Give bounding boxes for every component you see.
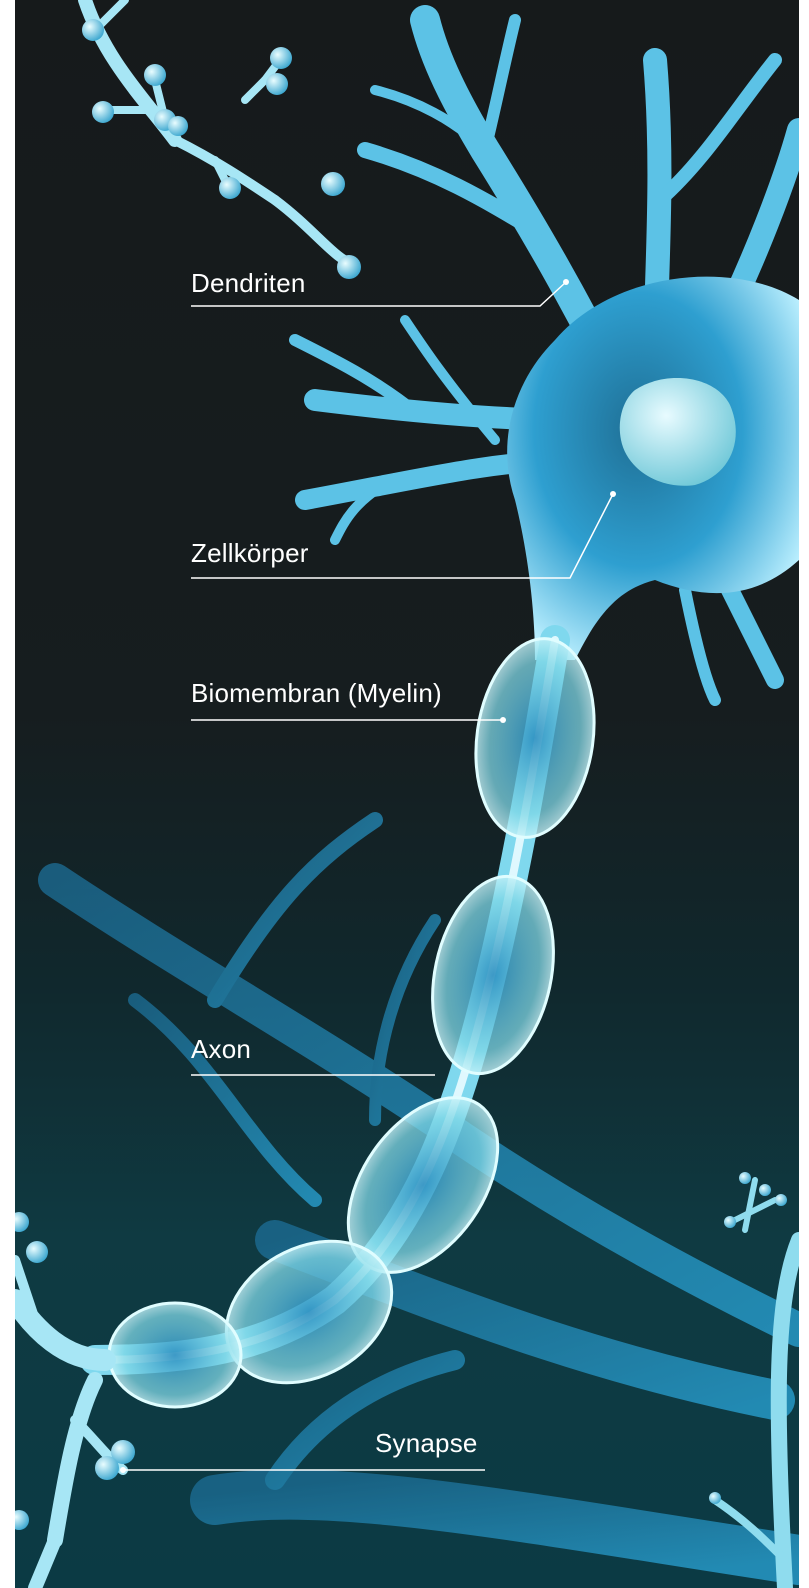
axon-terminal-left bbox=[15, 1260, 123, 1588]
neuron-illustration: Dendriten Zellkörper Biomembran (Myelin)… bbox=[15, 0, 799, 1588]
label-synapse: Synapse bbox=[375, 1428, 478, 1458]
label-axon: Axon bbox=[191, 1034, 251, 1064]
label-myelin: Biomembran (Myelin) bbox=[191, 678, 442, 708]
label-cell-body: Zellkörper bbox=[191, 538, 309, 568]
label-dendrites: Dendriten bbox=[191, 268, 306, 298]
myelin-sheaths bbox=[109, 631, 606, 1412]
dendrite-cluster-top bbox=[85, 0, 355, 265]
neuron-artwork bbox=[15, 0, 799, 1588]
